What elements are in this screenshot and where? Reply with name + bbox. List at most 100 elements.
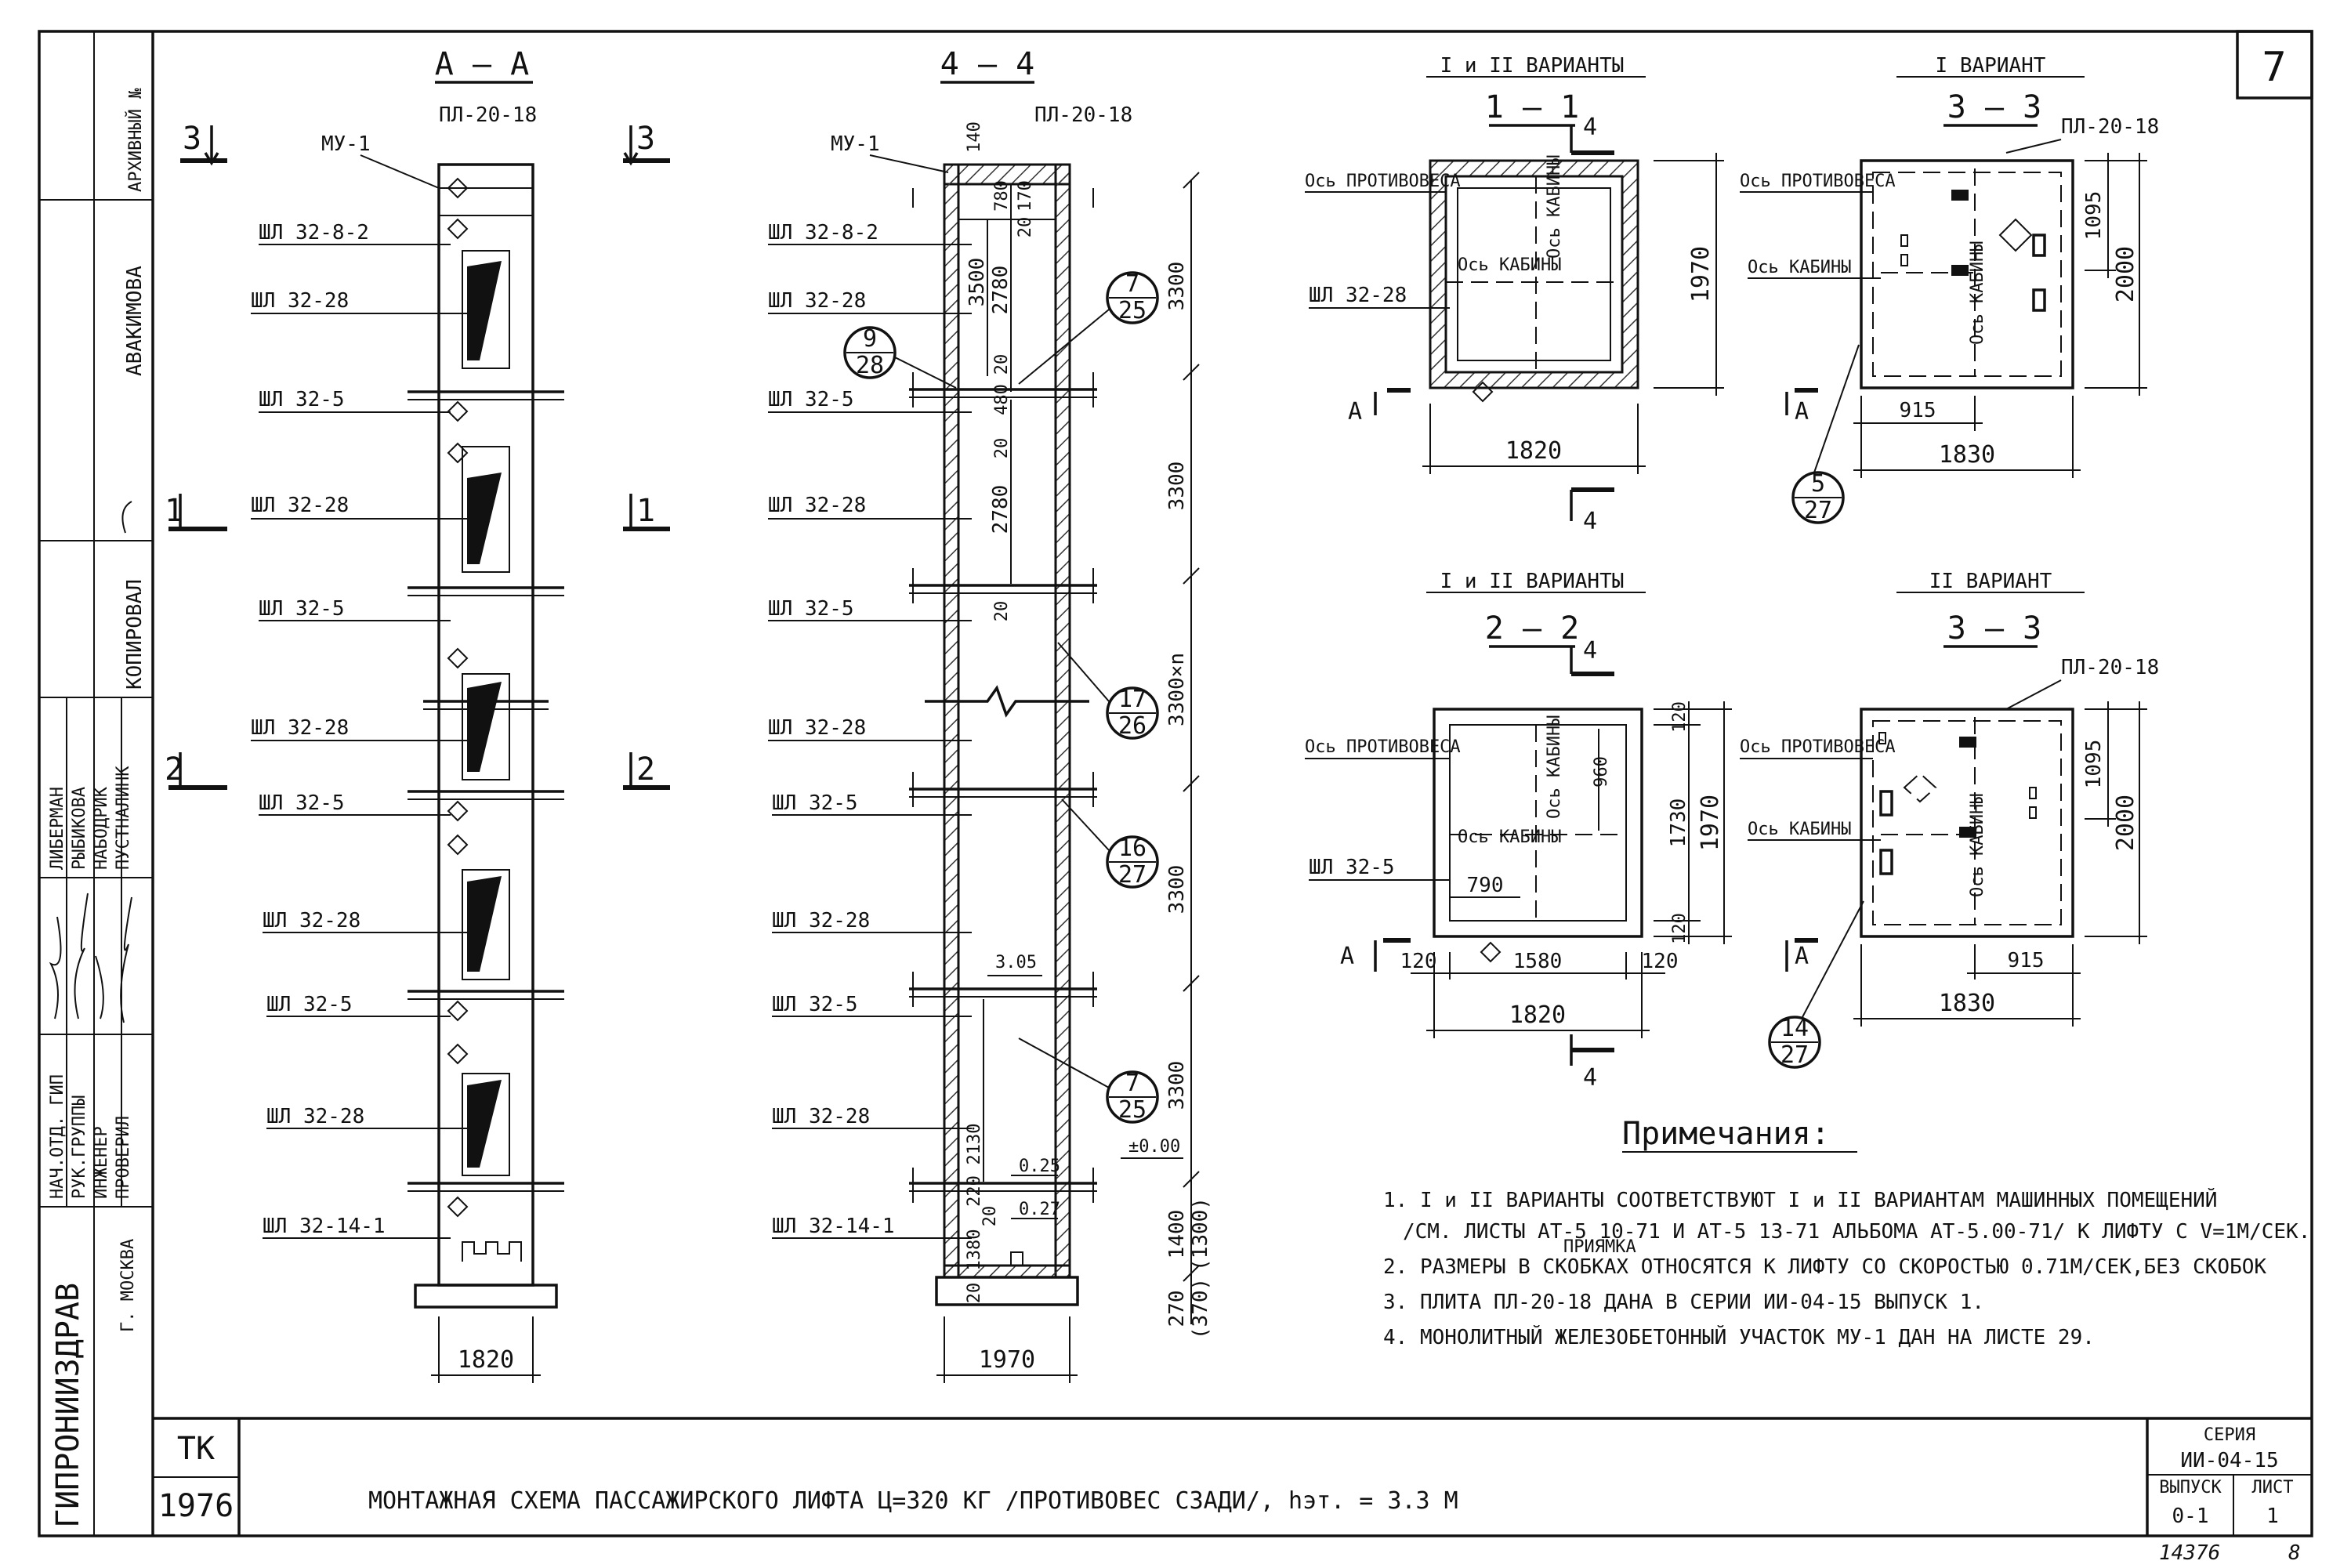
svg-text:2: 2: [636, 751, 655, 788]
panel-mark-diamonds: [447, 177, 469, 1218]
plan-33v1-axis-cab: Ось КАБИНЫ: [1748, 258, 1851, 277]
title-block: ТК 1976 МОНТАЖНАЯ СХЕМА ПАССАЖИРСКОГО ЛИ…: [153, 1417, 2312, 1565]
sheet-value: 1: [2266, 1505, 2279, 1528]
44-label-5: ШЛ 32-5: [768, 597, 854, 621]
org-city: Г. МОСКВА: [118, 1239, 138, 1332]
dim-44-20c: 20: [992, 438, 1012, 459]
plan-22-dim-960: 960: [1592, 756, 1611, 788]
plan-22-dim-1820: 1820: [1509, 1001, 1566, 1029]
dim-44-220: 220: [965, 1175, 984, 1207]
plan-11-dim-w: 1820: [1505, 437, 1562, 465]
aa-label-5: ШЛ 32-5: [259, 597, 345, 621]
notes-title: Примечания:: [1622, 1116, 1830, 1152]
aa-label-11: ШЛ 32-14-1: [263, 1215, 386, 1238]
dim-44-140: 140: [965, 121, 984, 153]
dim-44-r6: 1400: [1165, 1210, 1189, 1259]
stamp-person-3: НАБОДРИК: [92, 786, 111, 870]
stamp-role-1: НАЧ.ОТД. ГИП: [48, 1074, 67, 1199]
plan-33v2-callout-num: 14: [1780, 1015, 1809, 1042]
svg-text:4: 4: [1583, 508, 1597, 535]
44-label-9: ШЛ 32-5: [772, 993, 858, 1016]
series-value: ИИ-04-15: [2180, 1449, 2278, 1472]
svg-text:16: 16: [1118, 835, 1147, 862]
dim-44-170: 170: [1016, 180, 1035, 212]
aa-label-8: ШЛ 32-28: [263, 909, 360, 932]
tk-label: ТК: [177, 1431, 215, 1467]
plan-33v2-dim-1095: 1095: [2082, 740, 2106, 789]
plan-11-title: 1 — 1: [1485, 89, 1579, 125]
plan-11: I и II ВАРИАНТЫ 1 — 1 4 Ось ПРОТИВОВЕСА …: [1305, 54, 1724, 535]
section-aa-mu: МУ-1: [321, 132, 371, 156]
dim-44-20d: 20: [992, 601, 1012, 622]
svg-text:А: А: [1348, 398, 1362, 425]
plan-33v1-dim-2000: 2000: [2112, 246, 2139, 302]
dim-44-2780b: 2780: [989, 485, 1012, 534]
plan-33v1-title: 3 — 3: [1947, 89, 2041, 125]
dim-44-20a: 20: [1016, 217, 1035, 238]
plan-22-label: ШЛ 32-5: [1309, 856, 1395, 879]
plan-22-title: 2 — 2: [1485, 610, 1579, 646]
plan-33v1-callout-num: 5: [1811, 470, 1825, 498]
plan-11-header: I и II ВАРИАНТЫ: [1440, 54, 1625, 78]
plan-11-axis-cab-v: Ось КАБИНЫ: [1545, 155, 1564, 259]
plan-33v2-axis-cab: Ось КАБИНЫ: [1748, 820, 1851, 839]
plan-22-axis-cw: Ось ПРОТИВОВЕСА: [1305, 737, 1461, 757]
dim-44-780: 780: [992, 180, 1012, 212]
aa-label-9: ШЛ 32-5: [266, 993, 353, 1016]
stamp-person-2: РЫБИКОВА: [70, 787, 89, 870]
svg-text:25: 25: [1118, 1096, 1147, 1124]
44-label-11: ШЛ 32-14-1: [772, 1215, 895, 1238]
section-aa-top-plate: ПЛ-20-18: [439, 103, 537, 127]
dim-44-20e: 20: [980, 1206, 1000, 1227]
note-1: 1. I и II ВАРИАНТЫ СООТВЕТСТВУЮТ I и II …: [1383, 1187, 2217, 1212]
plan-33v2-dim-915: 915: [2008, 949, 2045, 972]
section-aa-title: А — А: [435, 46, 529, 82]
svg-text:3: 3: [636, 121, 655, 157]
aa-label-1: ШЛ 32-8-2: [259, 221, 369, 244]
section-44-top-plate: ПЛ-20-18: [1034, 103, 1132, 127]
plan-33v2-plate: ПЛ-20-18: [2061, 656, 2159, 679]
left-stamp: АРХИВНЫЙ № АВАКИМОВА КОПИРОВАЛ НАЧ.ОТД. …: [39, 89, 153, 1528]
dim-44-20f: 20: [965, 1283, 984, 1304]
svg-text:А: А: [1795, 398, 1809, 425]
plan-33v2-axis-cab-v: Ось КАБИНЫ: [1968, 794, 1987, 897]
plan-11-label: ШЛ 32-28: [1309, 284, 1407, 307]
svg-text:25: 25: [1118, 297, 1147, 324]
aa-label-6: ШЛ 32-28: [251, 716, 349, 740]
callout-9-28: 9 28: [843, 325, 957, 389]
notes-block: Примечания: 1. I и II ВАРИАНТЫ СООТВЕТСТ…: [1383, 1116, 2310, 1349]
stamp-person-4: ПУСТНАЛИНК: [114, 766, 133, 870]
callout-7-25-top: 7 25: [1018, 270, 1159, 385]
plan-33v2-callout-den: 27: [1780, 1041, 1809, 1069]
plan-33v1-callout-den: 27: [1804, 497, 1832, 524]
plan-22: I и II ВАРИАНТЫ 2 — 2 4 Ось ПРОТИВОВЕСА …: [1305, 570, 1732, 1092]
44-label-4: ШЛ 32-28: [768, 494, 866, 517]
year-label: 1976: [158, 1488, 234, 1524]
plan-33v1-plate: ПЛ-20-18: [2061, 115, 2159, 139]
dim-44-480: 480: [992, 384, 1012, 415]
plan-33v1-dim-1830: 1830: [1939, 441, 1995, 469]
sheet-label: ЛИСТ: [2252, 1478, 2294, 1497]
callout-7-25-bottom: 7 25: [1018, 1037, 1159, 1124]
aa-label-4: ШЛ 32-28: [251, 494, 349, 517]
44-label-1: ШЛ 32-8-2: [768, 221, 878, 244]
svg-text:1: 1: [165, 493, 183, 529]
series-label: СЕРИЯ: [2204, 1425, 2255, 1445]
plan-22-dim-1970: 1970: [1697, 795, 1724, 851]
stamp-role-3: ИНЖЕНЕР: [92, 1126, 111, 1199]
svg-text:2: 2: [165, 751, 183, 788]
dim-44-r3: 3300×n: [1165, 653, 1189, 726]
aa-label-3: ШЛ 32-5: [259, 388, 345, 411]
svg-text:4: 4: [1583, 637, 1597, 664]
svg-text:26: 26: [1118, 712, 1147, 740]
svg-text:4: 4: [1583, 114, 1597, 141]
note-2: 2. РАЗМЕРЫ В СКОБКАХ ОТНОСЯТСЯ К ЛИФТУ С…: [1383, 1255, 2266, 1279]
dim-44-3500: 3500: [965, 258, 989, 307]
dim-44-r7: (1300): [1189, 1197, 1212, 1271]
stamp-role-2: РУК.ГРУППЫ: [70, 1095, 89, 1199]
drawing-title: МОНТАЖНАЯ СХЕМА ПАССАЖИРСКОГО ЛИФТА Ц=32…: [368, 1487, 1458, 1515]
section-44: 4 — 4 ПЛ-20-18 МУ-1 140 7: [768, 46, 1212, 1383]
dim-44-r9: (370): [1189, 1278, 1212, 1339]
plan-33v1-header: I ВАРИАНТ: [1936, 54, 2046, 78]
